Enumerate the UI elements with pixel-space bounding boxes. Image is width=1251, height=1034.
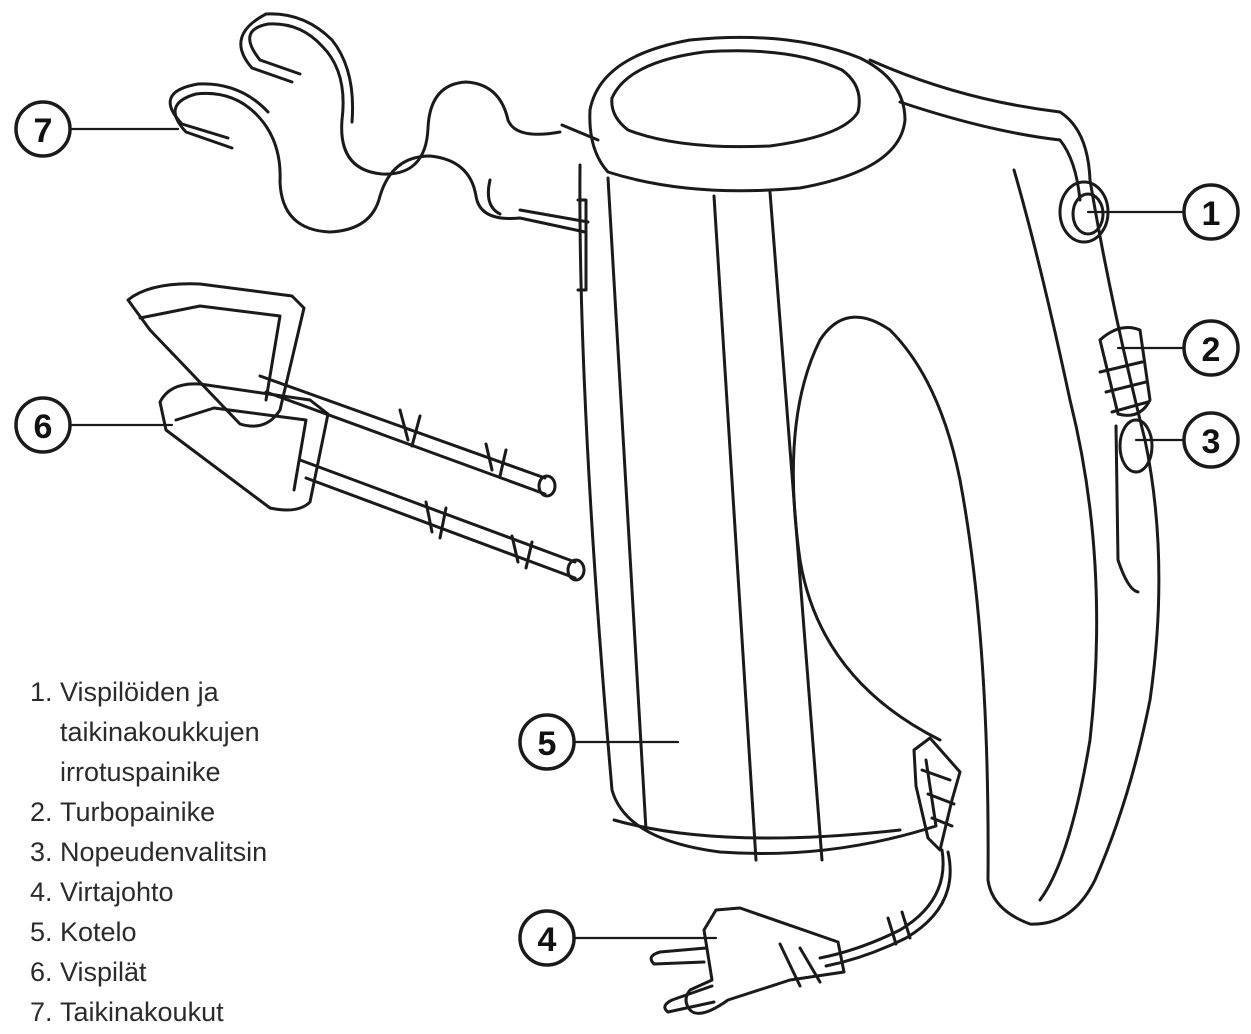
mixer-body-illustration <box>576 35 1161 926</box>
callout-5: 5 <box>538 725 557 763</box>
legend-item-6: 6.Vispilät <box>30 952 340 992</box>
legend-number: 5. <box>30 917 53 947</box>
power-cord-illustration <box>649 848 952 1015</box>
legend-number: 2. <box>30 797 53 827</box>
legend-number: 6. <box>30 957 53 987</box>
callout-3: 3 <box>1202 423 1221 461</box>
legend-item-4: 4.Virtajohto <box>30 872 340 912</box>
legend-item-1: 1.Vispilöiden ja taikinakoukkujen irrotu… <box>30 672 340 792</box>
legend-number: 3. <box>30 837 53 867</box>
callout-2: 2 <box>1202 331 1221 369</box>
legend-item-3: 3.Nopeudenvalitsin <box>30 832 340 872</box>
legend-item-7: 7.Taikinakoukut <box>30 992 340 1032</box>
dough-hooks-illustration <box>168 12 600 234</box>
legend-text: Vispilät <box>60 957 147 987</box>
legend-number: 7. <box>30 997 53 1027</box>
callout-leader-lines <box>70 127 1188 940</box>
callout-4: 4 <box>538 921 557 959</box>
beaters-illustration <box>126 282 586 582</box>
legend-item-5: 5.Kotelo <box>30 912 340 952</box>
callout-7: 7 <box>34 112 53 150</box>
legend-text: Taikinakoukut <box>60 997 224 1027</box>
callout-6: 6 <box>34 408 53 446</box>
parts-legend: 1.Vispilöiden ja taikinakoukkujen irrotu… <box>30 672 340 1032</box>
callout-1: 1 <box>1202 195 1221 233</box>
legend-text: Vispilöiden ja taikinakoukkujen irrotusp… <box>60 677 260 787</box>
callout-circles <box>14 100 1240 967</box>
legend-text: Kotelo <box>60 917 137 947</box>
legend-number: 4. <box>30 877 53 907</box>
legend-number: 1. <box>30 677 53 707</box>
legend-item-2: 2.Turbopainike <box>30 792 340 832</box>
legend-text: Nopeudenvalitsin <box>60 837 268 867</box>
legend-text: Virtajohto <box>60 877 174 907</box>
legend-text: Turbopainike <box>60 797 216 827</box>
